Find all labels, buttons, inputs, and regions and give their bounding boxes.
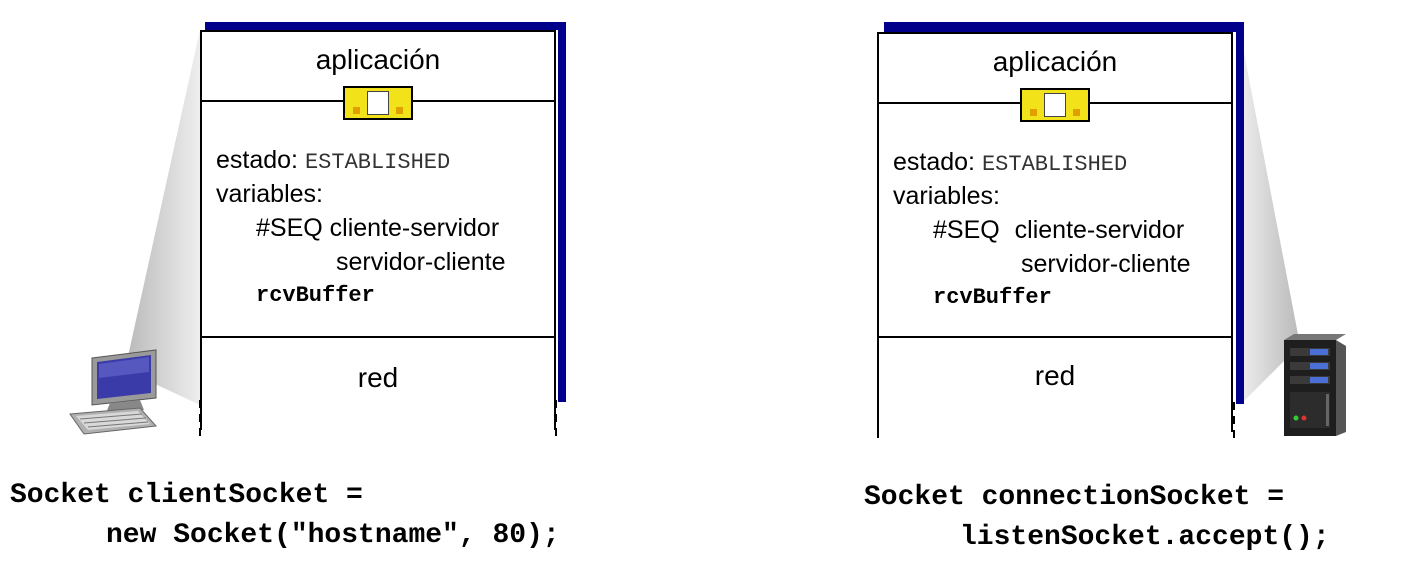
server-seq-sc: servidor-cliente <box>1021 250 1191 278</box>
client-application-layer: aplicación <box>202 32 554 100</box>
server-cone <box>1240 32 1300 405</box>
client-variables-label: variables: <box>216 180 323 208</box>
server-stack-shadow <box>884 22 1244 32</box>
client-seq-sc: servidor-cliente <box>336 248 506 276</box>
client-seq-label: #SEQ <box>256 214 323 242</box>
server-tower-icon <box>1284 334 1346 436</box>
server-code-line1: Socket connectionSocket = <box>864 482 1285 513</box>
server-protocol-stack: aplicación estado: ESTABLISHED variables… <box>877 32 1233 432</box>
server-application-label: aplicación <box>992 46 1118 77</box>
client-state-value: ESTABLISHED <box>304 150 451 175</box>
server-socket-icon <box>1020 88 1090 122</box>
server-state-label: estado: <box>893 148 976 176</box>
server-seq-cs: cliente-servidor <box>1014 216 1185 244</box>
client-network-label: red <box>357 362 399 393</box>
desktop-computer-icon <box>69 349 158 435</box>
client-socket-icon <box>343 86 413 120</box>
server-code-line2: listenSocket.accept(); <box>960 522 1330 553</box>
client-rcv-buffer: rcvBuffer <box>256 283 375 308</box>
client-state-label: estado: <box>216 146 299 174</box>
client-stack-shadow <box>205 22 566 30</box>
client-code-line2: new Socket("hostname", 80); <box>106 520 560 551</box>
client-cone <box>125 30 200 405</box>
client-seq-cs: cliente-servidor <box>329 214 500 242</box>
client-application-label: aplicación <box>315 44 441 75</box>
server-state-value: ESTABLISHED <box>981 152 1128 177</box>
server-application-layer: aplicación <box>879 34 1231 102</box>
server-rcv-buffer: rcvBuffer <box>933 285 1052 310</box>
server-seq-label: #SEQ <box>933 216 1000 244</box>
client-net-separator <box>202 336 554 338</box>
server-variables-label: variables: <box>893 182 1000 210</box>
server-net-separator <box>879 336 1231 338</box>
client-protocol-stack: aplicación estado: ESTABLISHED variables… <box>200 30 556 430</box>
client-code-line1: Socket clientSocket = <box>10 480 363 511</box>
server-network-label: red <box>1034 360 1076 391</box>
